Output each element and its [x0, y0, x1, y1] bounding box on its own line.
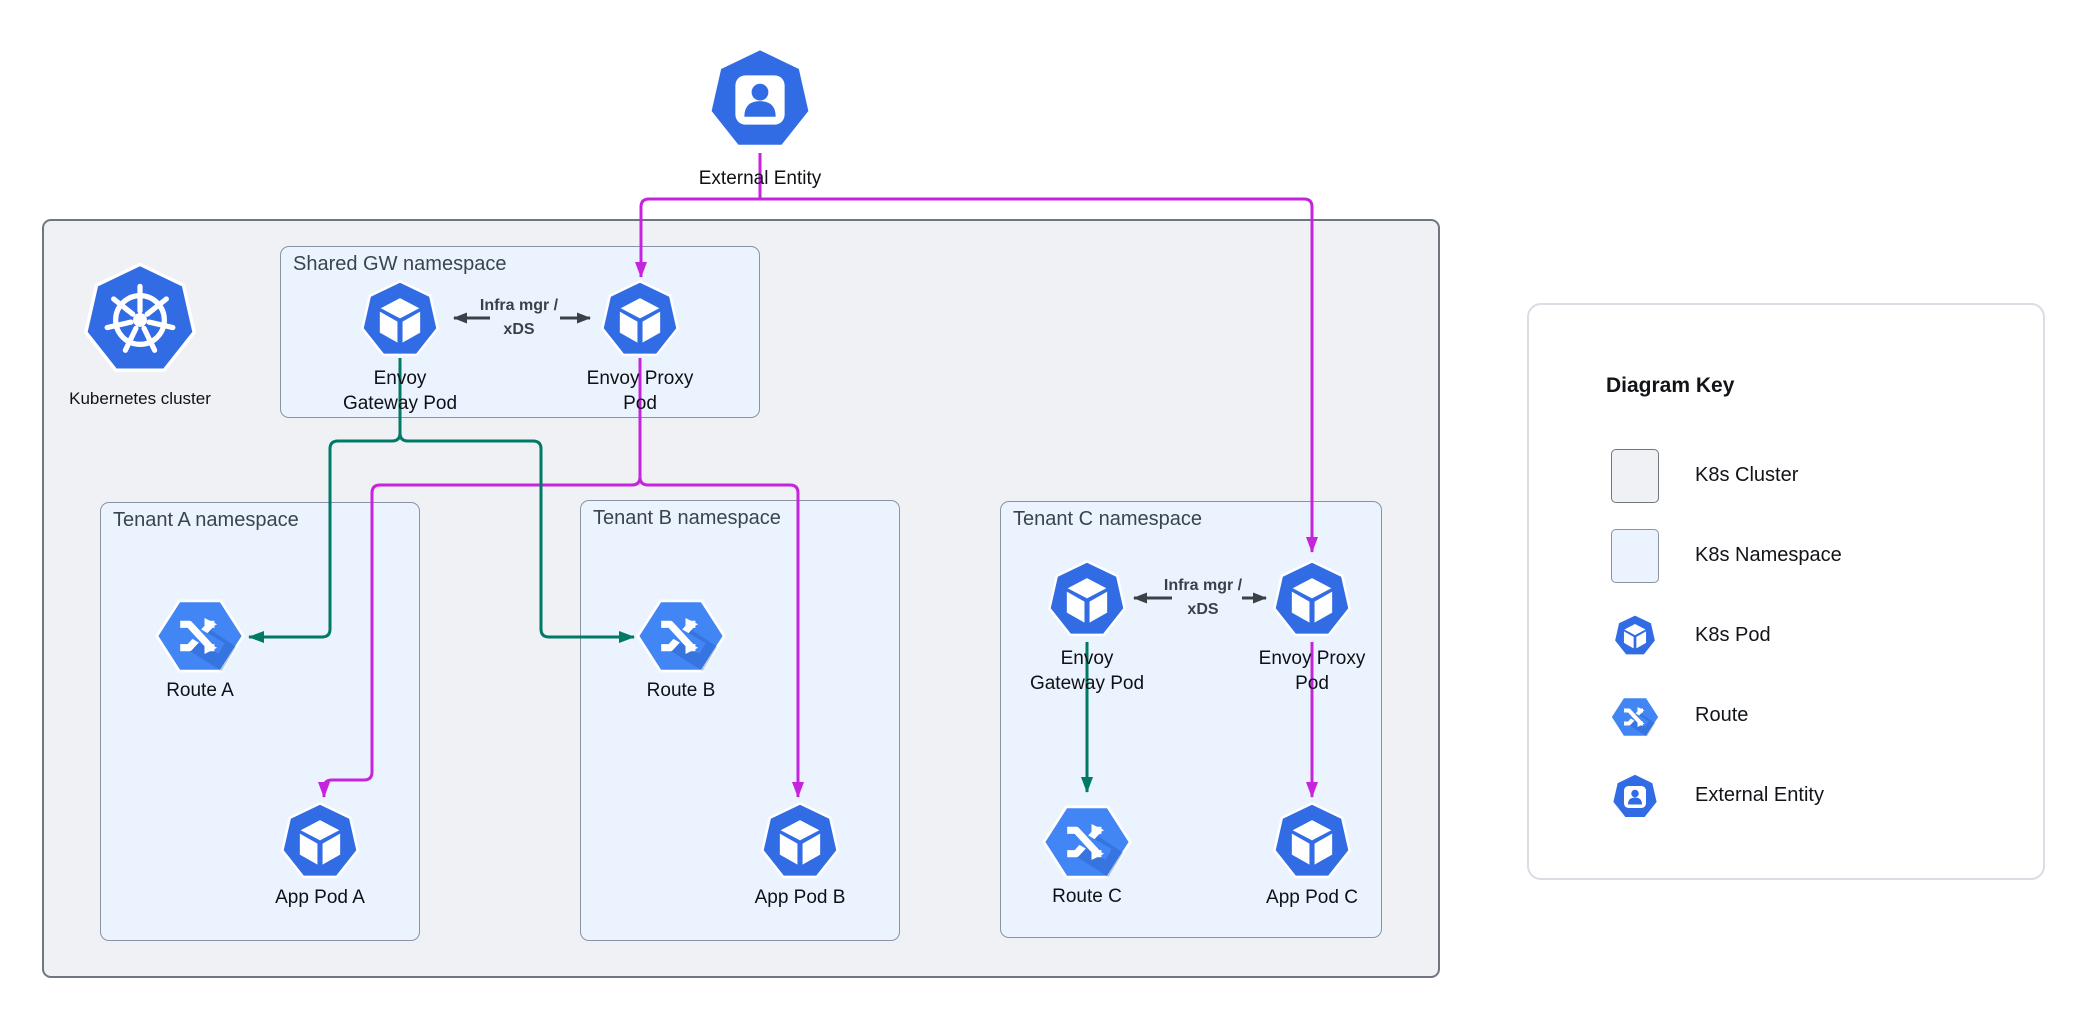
- node-label-app-pod-b: App Pod B: [754, 887, 846, 908]
- app-pod-a-icon: [278, 800, 362, 884]
- node-label-tenant-c-gateway: Envoy Gateway Pod: [1029, 648, 1145, 694]
- key-item-label: K8s Pod: [1695, 624, 1771, 646]
- node-label-app-pod-c: App Pod C: [1266, 887, 1358, 908]
- key-item-label: K8s Namespace: [1695, 544, 1842, 566]
- shared-envoy-proxy-pod-icon: [598, 278, 682, 362]
- app-pod-c-icon: [1270, 800, 1354, 884]
- edge-label-shared-xds: Infra mgr / xDS: [479, 297, 559, 338]
- node-label-external-entity: External Entity: [698, 168, 822, 189]
- app-pod-b-icon: [758, 800, 842, 884]
- route-icon: [1610, 692, 1660, 742]
- key-item-label: External Entity: [1695, 784, 1824, 806]
- node-label-shared-gateway: Envoy Gateway Pod: [342, 368, 458, 414]
- tenant-b-namespace-box: Tenant B namespace: [580, 500, 900, 941]
- route-b-icon: [636, 591, 726, 681]
- tenant-c-envoy-gateway-pod-icon: [1045, 558, 1129, 642]
- node-label-app-pod-a: App Pod A: [275, 887, 365, 908]
- node-label-tenant-c-proxy: Envoy Proxy Pod: [1258, 648, 1366, 694]
- edge-label-tenant-c-xds: Infra mgr / xDS: [1163, 577, 1243, 618]
- route-c-icon: [1042, 797, 1132, 887]
- namespace-swatch: [1611, 529, 1659, 583]
- node-label-kubernetes-cluster: Kubernetes cluster: [69, 389, 211, 408]
- namespace-title: Tenant B namespace: [593, 507, 781, 529]
- namespace-title: Tenant C namespace: [1013, 508, 1203, 530]
- tenant-a-namespace-box: Tenant A namespace: [100, 502, 420, 941]
- external-entity-icon: [1610, 772, 1660, 822]
- namespace-title: Shared GW namespace: [293, 253, 507, 275]
- node-label-route-c: Route C: [1052, 886, 1122, 907]
- cluster-swatch: [1611, 449, 1659, 503]
- route-a-icon: [155, 591, 245, 681]
- external-entity-icon: [704, 44, 816, 156]
- k8s-pod-icon: [1612, 613, 1658, 659]
- kubernetes-cluster-icon: [82, 262, 198, 378]
- node-label-route-a: Route A: [166, 680, 234, 701]
- diagram-key-panel: Diagram Key K8s Cluster K8s Namespace K8…: [1527, 303, 2045, 880]
- diagram-key-title: Diagram Key: [1606, 374, 1735, 397]
- tenant-c-envoy-proxy-pod-icon: [1270, 558, 1354, 642]
- shared-envoy-gateway-pod-icon: [358, 278, 442, 362]
- node-label-route-b: Route B: [646, 680, 716, 701]
- namespace-title: Tenant A namespace: [113, 509, 299, 531]
- key-item-label: Route: [1695, 704, 1749, 726]
- node-label-shared-proxy: Envoy Proxy Pod: [586, 368, 694, 414]
- key-item-label: K8s Cluster: [1695, 464, 1799, 486]
